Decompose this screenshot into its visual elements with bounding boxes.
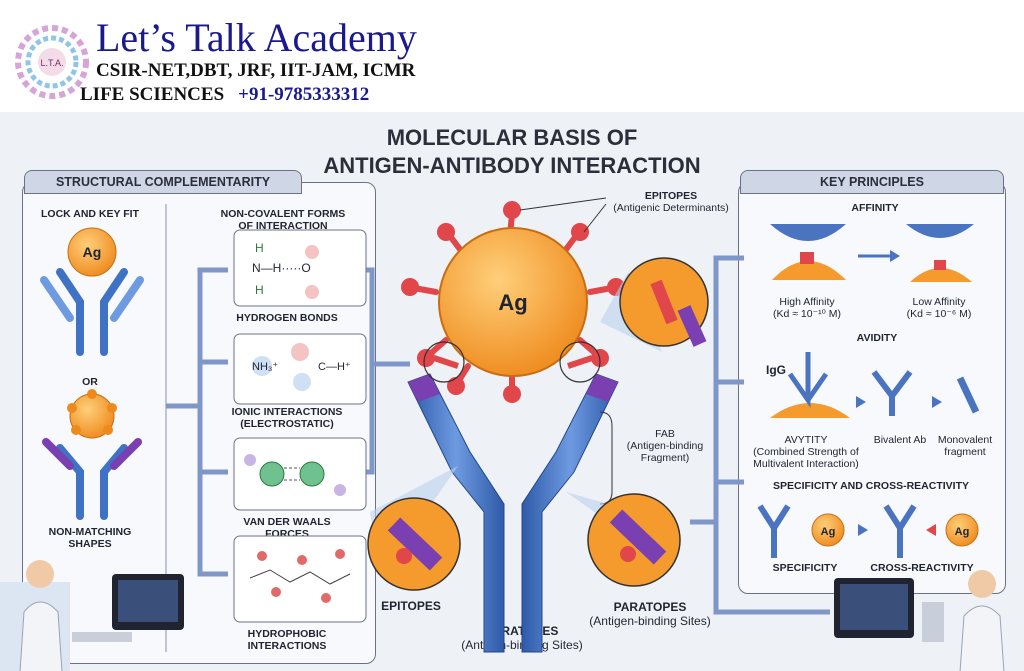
central-antibody (407, 341, 619, 653)
or-label: OR (82, 376, 98, 388)
lock-key-label: LOCK AND KEY FIT (40, 208, 139, 220)
paratope-zoom (566, 492, 681, 587)
epitope-top-zoom (600, 257, 709, 352)
academy-header: L.T.A. Let’s Talk Academy CSIR-NET,DBT, … (0, 0, 1024, 112)
ionic-label: IONIC INTERACTIONS (ELECTROSTATIC) (231, 406, 343, 430)
paratopes-right-label: PARATOPES (Antigen-binding Sites) (589, 600, 711, 628)
high-affinity-label: High Affinity (Kd ≈ 10⁻¹⁰ M) (772, 296, 842, 320)
hydrophobic-box (233, 535, 367, 623)
svg-text:IgG: IgG (766, 363, 786, 377)
svg-text:N—H·····O: N—H·····O (252, 261, 311, 275)
noncovalent-label: NON-COVALENT FORMS OF INTERACTION (220, 208, 346, 232)
structural-heading: STRUCTURAL COMPLEMENTARITY (24, 170, 302, 194)
svg-text:L.T.A.: L.T.A. (40, 58, 63, 68)
affinity-heading: AFFINITY (851, 202, 899, 214)
specificity-heading: SPECIFICITY AND CROSS-REACTIVITY (772, 480, 970, 492)
lock-key-antigen: Ag (67, 227, 117, 277)
bivalent-label: Bivalent Ab (873, 434, 927, 446)
principles-heading: KEY PRINCIPLES (740, 170, 1004, 194)
fab-bracket (599, 411, 613, 505)
specificity-label: SPECIFICITY (772, 562, 838, 574)
svg-text:H: H (255, 241, 264, 255)
high-affinity-art (770, 224, 846, 280)
epitopes-bottom-label: EPITOPES (381, 599, 441, 613)
avidity-heading: AVIDITY (856, 332, 898, 344)
right-connectors (690, 255, 830, 615)
left-scientist-illustration (0, 560, 184, 671)
lock-key-antibody (40, 268, 144, 356)
monovalent-label: Monovalent fragment (937, 434, 993, 458)
epitopes-top-label: EPITOPES (Antigenic Determinants) (613, 190, 729, 214)
academy-subject: LIFE SCIENCES (80, 84, 225, 105)
diagram-title: MOLECULAR BASIS OF ANTIGEN-ANTIBODY INTE… (323, 125, 701, 178)
hydrophobic-label: HYDROPHOBIC INTERACTIONS (247, 628, 327, 652)
avidity-art: IgG (766, 352, 980, 418)
svg-text:NH₃⁺: NH₃⁺ (252, 361, 278, 373)
ionic-box: NH₃⁺ C—H⁺ (233, 333, 367, 405)
svg-text:Ag: Ag (821, 526, 836, 538)
non-matching-antibody (42, 438, 142, 520)
academy-phone[interactable]: +91-9785333312 (238, 84, 370, 105)
academy-exams: CSIR-NET,DBT, JRF, IIT-JAM, ICMR (96, 60, 416, 81)
non-matching-label: NON-MATCHING SHAPES (48, 526, 132, 550)
left-connectors (166, 267, 410, 577)
diagram-artwork: Ag (0, 197, 1005, 671)
low-affinity-label: Low Affinity (Kd ≈ 10⁻⁶ M) (906, 296, 972, 320)
avytity-label: AVYTITY (Combined Strength of Multivalen… (753, 434, 859, 470)
right-scientist-illustration (834, 570, 1005, 671)
svg-text:Ag: Ag (498, 290, 527, 315)
svg-text:H: H (255, 283, 264, 297)
svg-text:Ag: Ag (83, 244, 102, 260)
central-antigen: Ag (401, 201, 625, 403)
svg-text:Ag: Ag (955, 526, 970, 538)
hbond-label: HYDROGEN BONDS (236, 312, 338, 324)
infographic: MOLECULAR BASIS OF ANTIGEN-ANTIBODY INTE… (0, 112, 1024, 671)
academy-title: Let’s Talk Academy (96, 15, 417, 60)
specificity-art: Ag Ag (757, 504, 979, 558)
epitope-callouts (519, 197, 607, 233)
vdw-box (233, 437, 367, 511)
svg-text:C—H⁺: C—H⁺ (318, 361, 351, 373)
fab-label: FAB (Antigen-binding Fragment) (626, 428, 704, 464)
hbond-box: H N—H·····O H (233, 229, 367, 307)
academy-subject-line: LIFE SCIENCES +91-9785333312 (80, 84, 369, 106)
low-affinity-art (906, 224, 974, 282)
non-matching-antigen (67, 389, 117, 439)
epitope-zoom (367, 466, 461, 591)
academy-logo: L.T.A. (15, 25, 89, 99)
cross-reactivity-label: CROSS-REACTIVITY (870, 562, 974, 574)
